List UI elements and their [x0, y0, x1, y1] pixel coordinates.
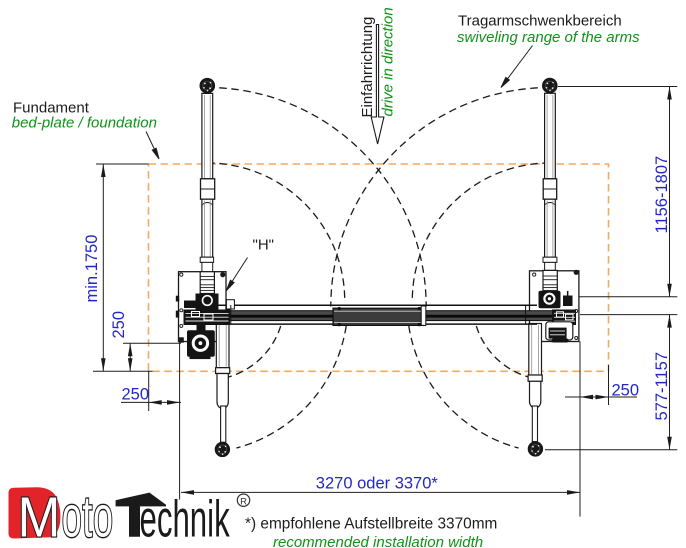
svg-text:drive in direction: drive in direction: [380, 7, 397, 116]
svg-text:oto: oto: [62, 485, 114, 548]
svg-text:Tragarmschwenkbereich: Tragarmschwenkbereich: [458, 13, 622, 30]
svg-text:M: M: [18, 486, 61, 548]
svg-text:3270 oder 3370*: 3270 oder 3370*: [316, 475, 439, 493]
svg-text:"H": "H": [253, 237, 274, 254]
svg-text:250: 250: [612, 382, 640, 400]
svg-text:*) empfohlene Aufstellbreite 3: *) empfohlene Aufstellbreite 3370mm: [245, 516, 497, 533]
svg-text:recommended installation width: recommended installation width: [273, 534, 483, 548]
svg-text:echnik: echnik: [140, 491, 231, 548]
svg-text:bed-plate / foundation: bed-plate / foundation: [12, 115, 157, 132]
svg-text:swiveling range of the arms: swiveling range of the arms: [457, 29, 640, 46]
svg-text:250: 250: [110, 311, 128, 339]
svg-text:Fundament: Fundament: [13, 100, 90, 117]
svg-text:1156-1807: 1156-1807: [653, 156, 671, 234]
svg-text:Einfahrrichtung: Einfahrrichtung: [359, 17, 376, 118]
svg-text:min.1750: min.1750: [83, 235, 101, 303]
svg-text:250: 250: [122, 386, 150, 404]
svg-text:R: R: [240, 496, 247, 507]
svg-text:577-1157: 577-1157: [653, 352, 671, 421]
